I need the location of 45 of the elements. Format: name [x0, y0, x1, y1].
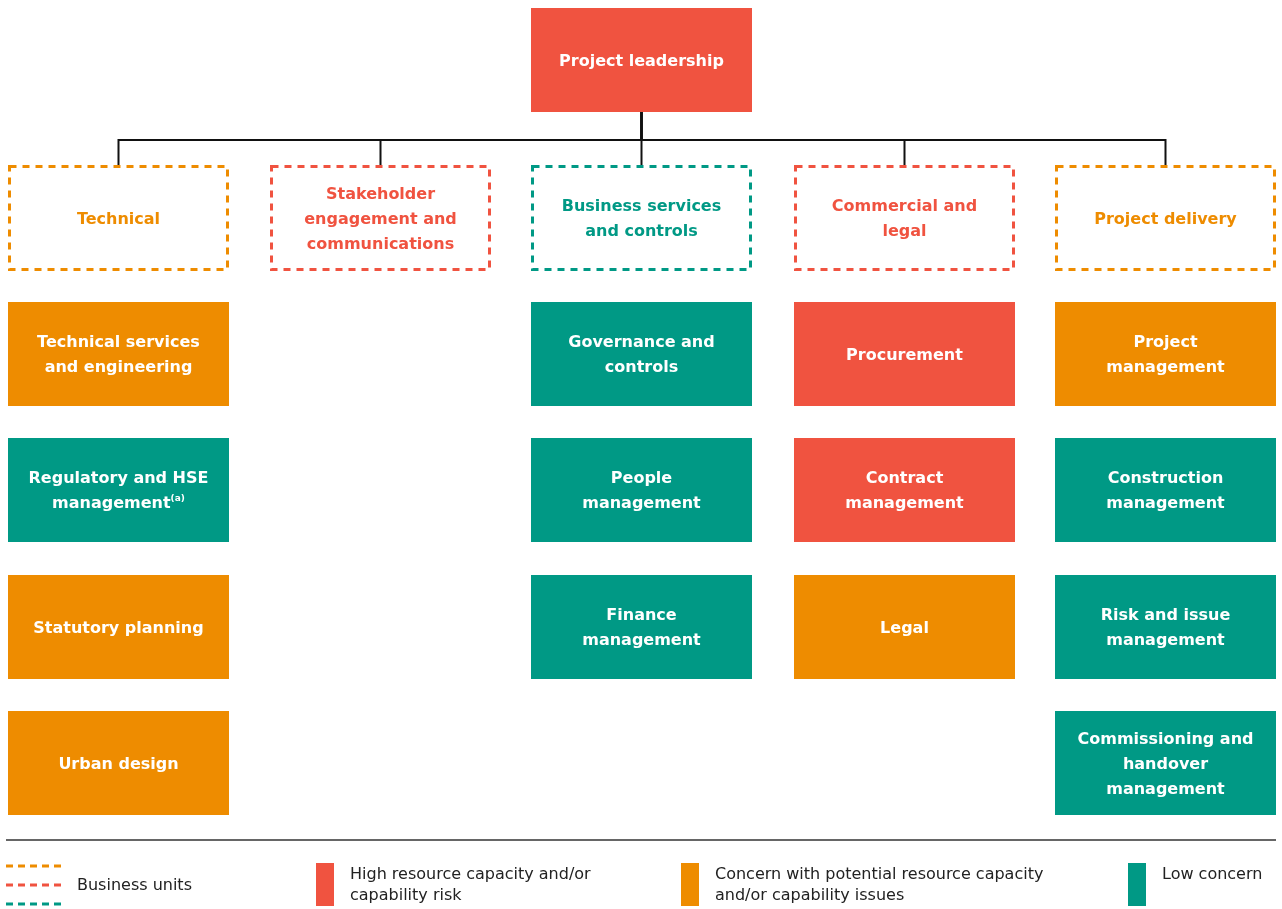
function-box [1055, 438, 1276, 542]
function-box [8, 302, 229, 406]
business-unit-box [8, 165, 229, 271]
box-label: Business services and controls [560, 195, 723, 242]
box-label: Technical [75, 207, 162, 230]
function-box [531, 575, 752, 679]
function-box [794, 438, 1015, 542]
function-box [794, 302, 1015, 406]
box-label: Commissioning and handover management [1076, 727, 1255, 800]
function-box [531, 302, 752, 406]
business-unit-box [1055, 165, 1276, 271]
function-box [531, 8, 752, 112]
connector-line [640, 111, 1167, 166]
box-label: People management [581, 467, 702, 514]
legend-label: Business units [77, 874, 193, 895]
function-box [8, 438, 229, 542]
box-label: Regulatory and HSE management$^{(a)}$ [27, 467, 210, 514]
box-label: Technical services and engineering [36, 331, 201, 378]
box-label: Commercial and legal [830, 195, 979, 242]
box-label: Stakeholder engagement and communications [303, 182, 458, 255]
box-label: Contract management [844, 467, 965, 514]
box-label: Risk and issue management [1099, 604, 1232, 651]
box-label: Project leadership [558, 49, 725, 72]
function-box [1055, 711, 1276, 815]
box-label: Procurement [845, 343, 964, 366]
legend-label: Concern with potential resource capacity and/or capability issues [715, 863, 1045, 905]
legend-label: Low concern [1162, 863, 1264, 884]
function-box [8, 711, 229, 815]
business-unit-box [531, 165, 752, 271]
function-box [1055, 302, 1276, 406]
function-box [1055, 575, 1276, 679]
box-label: Project management [1105, 331, 1226, 378]
box-label: Finance management [581, 604, 702, 651]
function-box [531, 438, 752, 542]
function-box [8, 575, 229, 679]
box-label: Urban design [57, 752, 180, 775]
legend-label: High resource capacity and/or capability risk [350, 863, 592, 905]
function-box [794, 575, 1015, 679]
box-label: Legal [879, 616, 930, 639]
business-unit-box [270, 165, 491, 271]
box-label: Governance and controls [567, 331, 716, 378]
box-label: Statutory planning [32, 616, 205, 639]
box-label: Project delivery [1093, 207, 1238, 230]
business-unit-box [794, 165, 1015, 271]
box-label: Construction management [1105, 467, 1226, 514]
